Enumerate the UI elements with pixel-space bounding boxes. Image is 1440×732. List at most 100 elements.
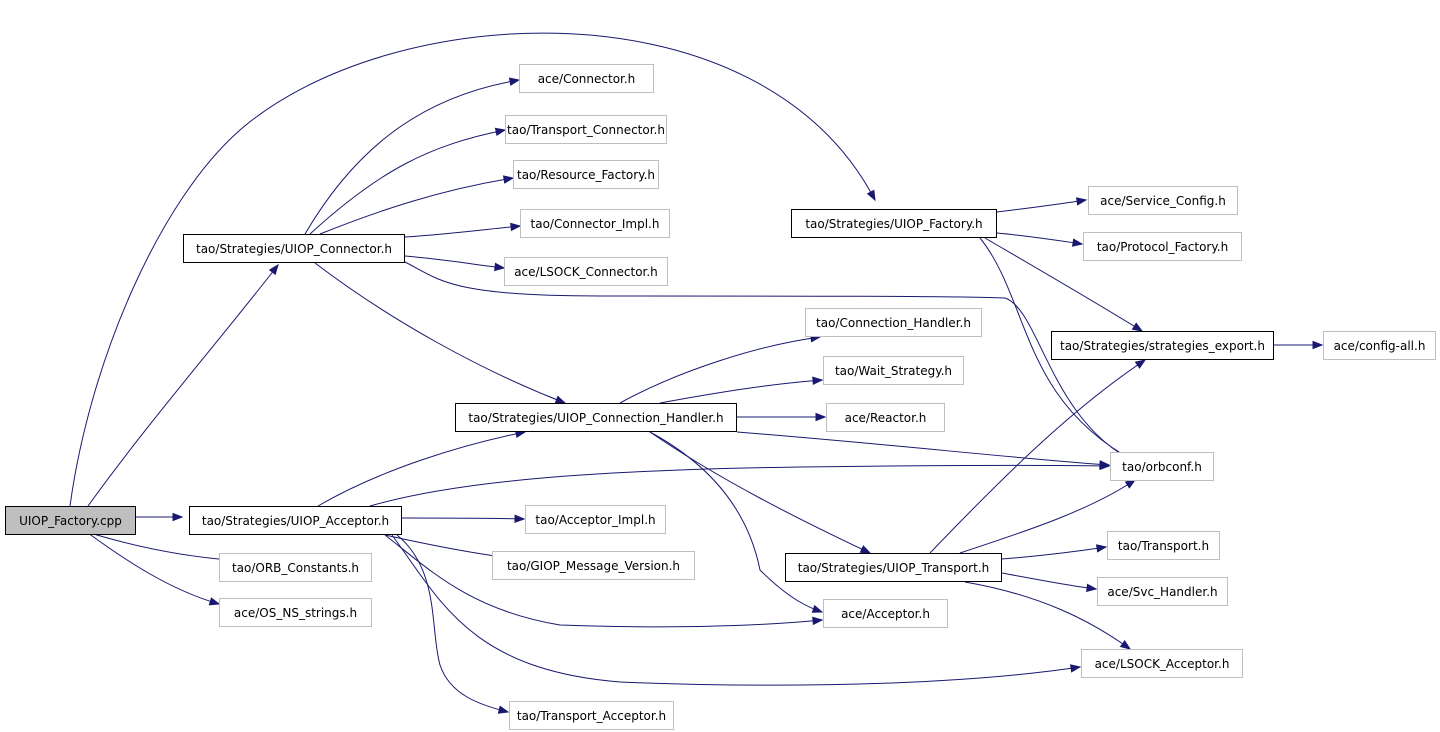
edge-line — [89, 532, 231, 561]
edge-arrowhead — [1131, 322, 1144, 332]
edge-line — [959, 479, 1136, 554]
node-root[interactable]: UIOP_Factory.cpp — [5, 506, 136, 535]
edge-uiop_transport-to-tao_transport — [1001, 544, 1108, 560]
node-acceptor[interactable]: tao/Strategies/UIOP_Acceptor.h — [189, 506, 402, 535]
edge-acceptor-to-transport_acceptor — [396, 534, 510, 714]
node-orb-constants[interactable]: tao/ORB_Constants.h — [219, 553, 372, 582]
edge-acceptor-to-lsock_acceptor — [391, 534, 1082, 686]
edge-acceptor-to-connection_handler — [317, 429, 527, 507]
edge-line — [87, 264, 279, 507]
edge-line — [929, 359, 1146, 554]
edge-acceptor-to-acceptor_impl — [401, 514, 526, 523]
edge-line — [309, 129, 506, 235]
edge-line — [979, 237, 1137, 463]
edge-connection_handler-to-reactor — [737, 412, 827, 422]
edge-line — [964, 581, 1131, 650]
node-wait-strategy[interactable]: tao/Wait_Strategy.h — [823, 356, 964, 385]
edge-connector-to-ace_connector — [304, 77, 521, 235]
edge-arrowhead — [554, 395, 567, 404]
edge-line — [401, 517, 525, 520]
edge-arrowhead — [811, 604, 824, 613]
node-tao-connection-handler[interactable]: tao/Connection_Handler.h — [805, 308, 982, 337]
node-os-ns-strings[interactable]: ace/OS_NS_strings.h — [219, 598, 372, 627]
edge-uiop_transport-to-lsock_acceptor — [964, 581, 1132, 650]
node-reactor[interactable]: ace/Reactor.h — [826, 403, 945, 432]
edge-connection_handler-to-wait_strategy — [659, 376, 824, 404]
edge-line — [304, 79, 520, 235]
edge-arrowhead — [1071, 238, 1084, 247]
node-ace-acceptor[interactable]: ace/Acceptor.h — [823, 599, 948, 628]
edge-arrowhead — [1099, 461, 1111, 471]
edge-root-to-os_ns_strings — [87, 532, 221, 606]
edge-line — [1001, 572, 1097, 590]
node-lsock-acceptor[interactable]: ace/LSOCK_Acceptor.h — [1081, 649, 1243, 678]
edge-arrowhead — [494, 127, 507, 137]
edge-line — [384, 534, 823, 628]
edge-connection_handler-to-ace_acceptor — [649, 431, 824, 613]
edge-line — [319, 177, 514, 235]
edge-line — [404, 255, 505, 269]
edge-arrowhead — [859, 545, 872, 554]
edge-arrowhead — [268, 263, 279, 276]
node-acceptor-impl[interactable]: tao/Acceptor_Impl.h — [525, 505, 666, 534]
edge-connector-to-connection_handler — [314, 262, 567, 404]
edge-arrowhead — [208, 597, 221, 606]
edge-arrowhead — [812, 616, 824, 626]
edge-line — [619, 336, 821, 404]
edge-connection_handler-to-orbconf — [736, 431, 1111, 469]
edge-factory_h-to-strategies_export — [984, 237, 1144, 332]
node-config-all[interactable]: ace/config-all.h — [1323, 331, 1436, 360]
node-protocol-factory[interactable]: tao/Protocol_Factory.h — [1083, 232, 1242, 261]
edge-arrowhead — [1069, 664, 1082, 673]
edge-uiop_transport-to-strategies_export — [929, 359, 1147, 554]
node-connector-impl[interactable]: tao/Connector_Impl.h — [520, 209, 670, 238]
edge-factory_h-to-protocol_factory — [996, 232, 1084, 247]
edge-arrowhead — [514, 514, 526, 523]
edge-arrowhead — [1095, 544, 1108, 553]
edge-connection_handler-to-uiop_transport — [649, 431, 872, 554]
node-orbconf[interactable]: tao/orbconf.h — [1110, 452, 1214, 481]
edge-line — [984, 237, 1143, 332]
node-factory-h[interactable]: tao/Strategies/UIOP_Factory.h — [791, 209, 997, 238]
edge-strategies_export-to-config_all — [1274, 340, 1324, 350]
edge-line — [317, 431, 526, 507]
edge-line — [659, 379, 823, 404]
edge-connector-to-transport_connector — [309, 127, 507, 235]
edge-line — [736, 431, 1110, 466]
edge-arrowhead — [510, 222, 522, 232]
node-uiop-transport[interactable]: tao/Strategies/UIOP_Transport.h — [785, 553, 1002, 582]
node-transport-acceptor[interactable]: tao/Transport_Acceptor.h — [509, 701, 674, 730]
edge-connector-to-orbconf — [404, 261, 1137, 463]
node-transport-connector[interactable]: tao/Transport_Connector.h — [505, 115, 667, 144]
edge-line — [314, 262, 566, 404]
edge-line — [69, 32, 876, 507]
edge-arrowhead — [812, 376, 824, 385]
edge-arrowhead — [1119, 640, 1132, 650]
node-service-config[interactable]: ace/Service_Config.h — [1088, 186, 1238, 215]
edge-arrowhead — [1086, 583, 1098, 593]
node-giop-message-version[interactable]: tao/GIOP_Message_Version.h — [492, 551, 695, 580]
node-strategies-export[interactable]: tao/Strategies/strategies_export.h — [1051, 331, 1274, 360]
node-svc-handler[interactable]: ace/Svc_Handler.h — [1097, 577, 1228, 606]
node-connection-handler[interactable]: tao/Strategies/UIOP_Connection_Handler.h — [455, 403, 737, 432]
edge-line — [649, 431, 823, 613]
node-lsock-connector[interactable]: ace/LSOCK_Connector.h — [504, 257, 668, 286]
edge-arrowhead — [508, 77, 521, 86]
node-resource-factory[interactable]: tao/Resource_Factory.h — [513, 160, 659, 189]
edge-arrowhead — [494, 262, 506, 272]
node-connector[interactable]: tao/Strategies/UIOP_Connector.h — [183, 234, 405, 263]
edge-line — [1001, 546, 1107, 560]
edge-line — [396, 534, 509, 713]
node-ace-connector[interactable]: ace/Connector.h — [519, 64, 654, 93]
edge-root-to-factory_h — [69, 32, 876, 507]
edge-connector-to-connector_impl — [404, 222, 522, 238]
node-tao-transport[interactable]: tao/Transport.h — [1107, 531, 1220, 560]
edge-line — [87, 532, 220, 605]
edge-arrowhead — [172, 512, 184, 522]
edge-line — [404, 225, 521, 238]
edge-arrowhead — [866, 189, 876, 202]
edge-arrowhead — [1075, 197, 1088, 206]
edge-arrowhead — [815, 412, 827, 422]
